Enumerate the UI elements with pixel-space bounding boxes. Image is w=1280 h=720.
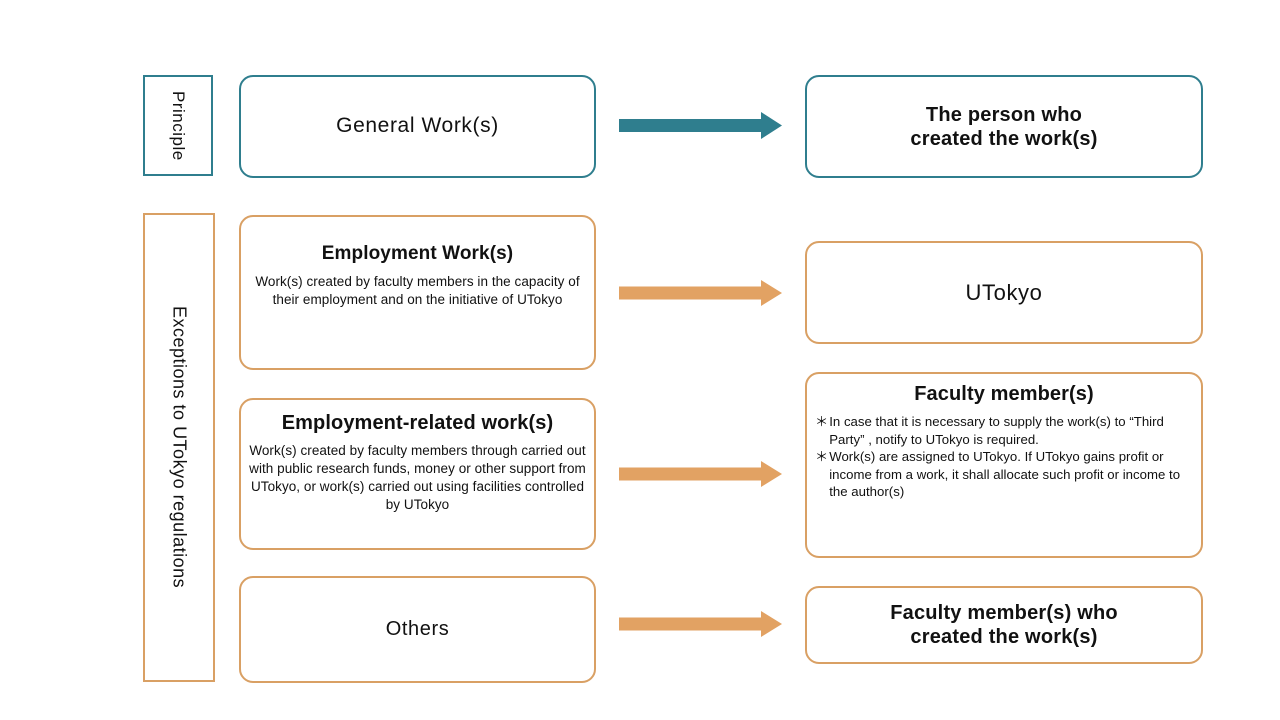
note-item-1: ＊ In case that it is necessary to supply… — [815, 413, 1195, 448]
person-who-created-box[interactable]: The person who created the work(s) — [805, 75, 1203, 178]
arrow-right-orange-2 — [619, 461, 782, 487]
utokyo-title: UTokyo — [965, 279, 1043, 305]
principle-label-box: Principle — [143, 75, 213, 176]
note-item-2: ＊ Work(s) are assigned to UTokyo. If UTo… — [815, 448, 1195, 501]
faculty-member-who-created-line2: created the work(s) — [910, 626, 1098, 648]
utokyo-box[interactable]: UTokyo — [805, 241, 1203, 344]
faculty-member-who-created-line1: Faculty member(s) who — [890, 602, 1118, 624]
exceptions-label-text: Exceptions to UTokyo regulations — [169, 306, 190, 589]
note-item-1-text: In case that it is necessary to supply t… — [829, 414, 1164, 447]
others-box[interactable]: Others — [239, 576, 596, 683]
employment-related-work-description: Work(s) created by faculty members throu… — [249, 443, 586, 513]
note-item-2-text: Work(s) are assigned to UTokyo. If UToky… — [829, 449, 1181, 500]
faculty-member-who-created-box[interactable]: Faculty member(s) who created the work(s… — [805, 586, 1203, 664]
person-who-created-line1: The person who — [925, 103, 1083, 126]
employment-related-work-box[interactable]: Employment-related work(s) Work(s) creat… — [239, 398, 596, 550]
employment-related-work-title: Employment-related work(s) — [281, 412, 554, 434]
asterisk-icon-1: ＊ — [815, 414, 829, 429]
exceptions-label-box: Exceptions to UTokyo regulations — [143, 213, 215, 682]
faculty-member-notes-box[interactable]: Faculty member(s) ＊ In case that it is n… — [805, 372, 1203, 558]
general-work-title: General Work(s) — [336, 114, 499, 138]
asterisk-icon-2: ＊ — [815, 449, 829, 465]
arrow-right-orange-3 — [619, 611, 782, 637]
person-who-created-line2: created the work(s) — [910, 127, 1098, 150]
employment-work-box[interactable]: Employment Work(s) Work(s) created by fa… — [239, 215, 596, 370]
principle-label-text: Principle — [169, 90, 189, 161]
employment-work-description: Work(s) created by faculty members in th… — [255, 273, 580, 307]
arrow-right-orange-1 — [619, 280, 782, 306]
arrow-right-teal — [619, 112, 782, 140]
faculty-member-notes-list: ＊ In case that it is necessary to supply… — [807, 413, 1201, 501]
others-title: Others — [385, 618, 450, 640]
faculty-member-title: Faculty member(s) — [914, 383, 1094, 405]
general-work-box[interactable]: General Work(s) — [239, 75, 596, 178]
employment-work-title: Employment Work(s) — [321, 243, 514, 264]
